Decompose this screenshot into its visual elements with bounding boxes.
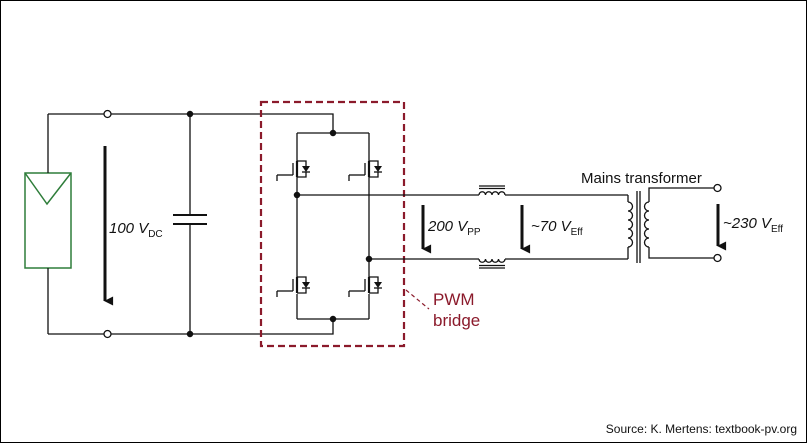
pwm-label-line2: bridge xyxy=(433,311,480,330)
mosfet-q3 xyxy=(276,276,310,297)
transformer-label: Mains transformer xyxy=(581,170,702,187)
mosfet-q4 xyxy=(348,276,382,297)
bridge-rails xyxy=(293,113,373,335)
pwm-voltage-label: 200 VPP xyxy=(427,218,481,238)
pv-module xyxy=(24,114,72,334)
mains-voltage-label: ~230 VEff xyxy=(723,215,783,235)
mosfet-q1 xyxy=(276,160,310,181)
mains-transformer xyxy=(627,183,722,263)
pwm-label-leader xyxy=(405,289,430,310)
dc-bus xyxy=(48,109,297,339)
filter-choke-top xyxy=(478,185,506,196)
pwm-label-line1: PWM xyxy=(433,290,475,309)
eff-voltage-label: ~70 VEff xyxy=(531,218,583,238)
dc-voltage-label: 100 VDC xyxy=(109,220,163,240)
dc-link-capacitor xyxy=(173,110,207,338)
filter-choke-bottom xyxy=(478,258,506,269)
output-lines xyxy=(297,194,628,260)
source-note: Source: K. Mertens: textbook-pv.org xyxy=(606,422,797,436)
pwm-bridge-box xyxy=(259,100,406,348)
mosfet-q2 xyxy=(348,160,382,181)
